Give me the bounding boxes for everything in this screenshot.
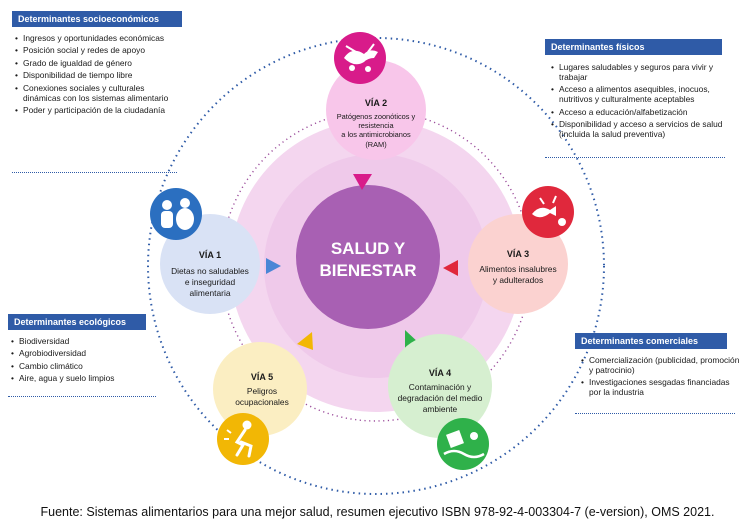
via2-line3: a los antimicrobianos bbox=[341, 130, 411, 139]
socio-item: Grado de igualdad de género bbox=[14, 58, 184, 68]
people-icon bbox=[150, 188, 202, 240]
pathways-diagram: SALUD Y BIENESTAR VÍA 2 Patógenos zoonót… bbox=[147, 32, 605, 495]
via1-circle bbox=[160, 214, 260, 314]
ecologicos-item: Agrobiodiversidad bbox=[10, 348, 160, 358]
socio-item: Disponibilidad de tiempo libre bbox=[14, 70, 184, 80]
ecologicos-item: Cambio climático bbox=[10, 361, 160, 371]
via4-line3: ambiente bbox=[423, 404, 458, 414]
arrow-via3 bbox=[443, 260, 458, 276]
via1-title: VÍA 1 bbox=[199, 250, 221, 260]
comerciales-item: Investigaciones sesgadas financiadas por… bbox=[580, 377, 740, 397]
via2-title: VÍA 2 bbox=[365, 98, 387, 108]
zoonotic-icon bbox=[334, 32, 386, 84]
fisicos-title: Determinantes físicos bbox=[545, 39, 722, 55]
comerciales-title: Determinantes comerciales bbox=[575, 333, 727, 349]
fisicos-item: Acceso a alimentos asequibles, inocuos, … bbox=[550, 84, 728, 104]
socio-item: Poder y participación de la ciudadanía bbox=[14, 105, 184, 115]
via3-title: VÍA 3 bbox=[507, 249, 529, 259]
center-title-line1: SALUD Y bbox=[331, 239, 406, 258]
socio-item: Conexiones sociales y culturales dinámic… bbox=[14, 83, 184, 103]
ecologicos-title: Determinantes ecológicos bbox=[8, 314, 146, 330]
ecologicos-item: Aire, agua y suelo limpios bbox=[10, 373, 160, 383]
via2-line1: Patógenos zoonóticos y bbox=[337, 112, 416, 121]
socio-item: Ingresos y oportunidades económicas bbox=[14, 33, 184, 43]
ecologicos-divider bbox=[8, 396, 156, 397]
via4-title: VÍA 4 bbox=[429, 368, 451, 378]
socio-list: Ingresos y oportunidades económicas Posi… bbox=[14, 33, 184, 117]
arrow-via2 bbox=[353, 174, 372, 190]
fisicos-divider bbox=[545, 157, 725, 158]
arrow-via1 bbox=[266, 258, 281, 274]
socio-title: Determinantes socioeconómicos bbox=[12, 11, 182, 27]
fisicos-item: Disponibilidad y acceso a servicios de s… bbox=[550, 119, 728, 139]
center-circle bbox=[296, 185, 440, 329]
via1-line3: alimentaria bbox=[190, 288, 231, 298]
fisicos-list: Lugares saludables y seguros para vivir … bbox=[550, 62, 728, 142]
fisicos-item: Lugares saludables y seguros para vivir … bbox=[550, 62, 728, 82]
food-hazard-icon bbox=[522, 186, 574, 238]
via2-line2: resistencia bbox=[358, 121, 394, 130]
via4-line2: degradación del medio bbox=[398, 393, 483, 403]
via3-line2: y adulterados bbox=[493, 275, 543, 285]
socio-divider bbox=[12, 172, 177, 173]
environment-icon bbox=[437, 418, 489, 470]
socio-item: Posición social y redes de apoyo bbox=[14, 45, 184, 55]
via3-line1: Alimentos insalubres bbox=[479, 264, 556, 274]
worker-icon bbox=[217, 413, 269, 465]
ecologicos-list: Biodiversidad Agrobiodiversidad Cambio c… bbox=[10, 336, 160, 386]
ecologicos-item: Biodiversidad bbox=[10, 336, 160, 346]
via4-circle bbox=[388, 334, 492, 438]
via5-line1: Peligros bbox=[247, 386, 277, 396]
via4-line1: Contaminación y bbox=[409, 382, 472, 392]
via5-title: VÍA 5 bbox=[251, 372, 273, 382]
via5-line2: ocupacionales bbox=[235, 397, 289, 407]
center-title-line2: BIENESTAR bbox=[320, 261, 417, 280]
via1-line1: Dietas no saludables bbox=[171, 266, 249, 276]
via5-circle bbox=[213, 342, 307, 436]
fisicos-item: Acceso a educación/alfabetización bbox=[550, 107, 728, 117]
arrow-via5 bbox=[297, 332, 313, 350]
via3-circle bbox=[468, 214, 568, 314]
via1-line2: e inseguridad bbox=[185, 277, 236, 287]
via2-circle bbox=[326, 60, 426, 160]
comerciales-divider bbox=[575, 413, 735, 414]
via2-line4: (RAM) bbox=[365, 140, 386, 149]
comerciales-item: Comercialización (publicidad, promoción … bbox=[580, 355, 740, 375]
source-caption: Fuente: Sistemas alimentarios para una m… bbox=[40, 505, 715, 519]
comerciales-list: Comercialización (publicidad, promoción … bbox=[580, 355, 740, 400]
